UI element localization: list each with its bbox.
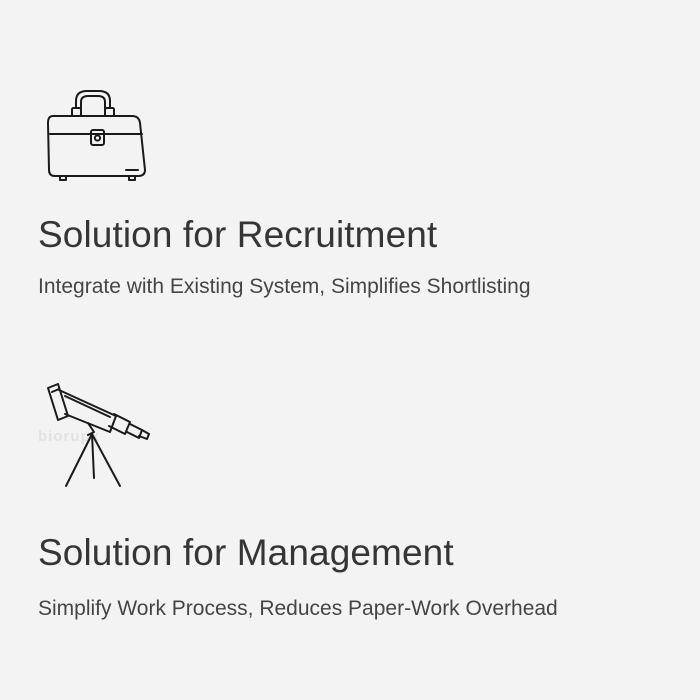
feature-description: Integrate with Existing System, Simplifi… (38, 274, 531, 298)
feature-title: Solution for Recruitment (38, 214, 438, 255)
handbag-icon (38, 86, 168, 196)
feature-title: Solution for Management (38, 532, 454, 573)
telescope-icon: biorupx (38, 380, 168, 490)
feature-recruitment: Solution for Recruitment Integrate with … (38, 86, 678, 299)
feature-description: Simplify Work Process, Reduces Paper-Wor… (38, 596, 558, 620)
feature-management: biorupx Solution for Management Simplify… (38, 380, 678, 621)
